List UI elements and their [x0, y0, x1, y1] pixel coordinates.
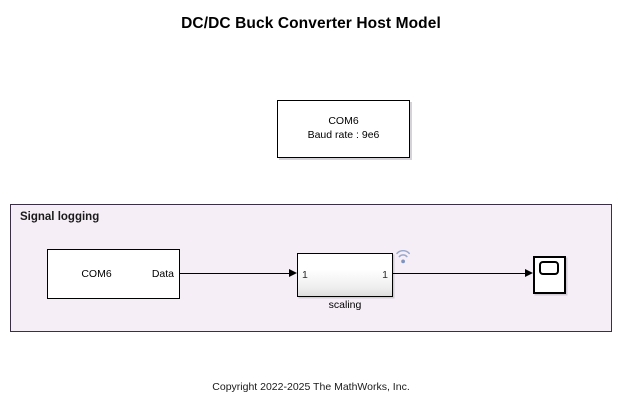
signal-arrow-into-scope: [525, 269, 533, 277]
serial-config-baudrate-label: Baud rate : 9e6: [307, 129, 380, 141]
serial-config-port-label: COM6: [328, 115, 359, 128]
serial-receive-block[interactable]: COM6 Data: [47, 249, 180, 299]
scaling-output-port-number: 1: [382, 269, 388, 281]
scope-block[interactable]: [533, 256, 566, 294]
scope-icon: [539, 261, 559, 275]
page-title: DC/DC Buck Converter Host Model: [181, 15, 441, 32]
signal-arrow-into-scaling: [289, 269, 297, 277]
copyright-notice: Copyright 2022-2025 The MathWorks, Inc.: [212, 381, 410, 393]
signal-line-scaling-to-scope[interactable]: [393, 273, 527, 275]
serial-receive-block-name: COM6: [81, 268, 112, 280]
scaling-subsystem-block[interactable]: 1 1: [297, 253, 393, 297]
scaling-input-port-number: 1: [302, 269, 308, 281]
signal-line-data-to-scaling[interactable]: [180, 273, 290, 275]
serial-configuration-block[interactable]: COM6 Baud rate : 9e6: [277, 100, 410, 158]
signal-logging-badge-icon: [395, 249, 412, 266]
signal-logging-area-label: Signal logging: [20, 211, 100, 223]
scaling-block-label: scaling: [328, 299, 362, 311]
serial-receive-output-port-label: Data: [151, 268, 174, 280]
